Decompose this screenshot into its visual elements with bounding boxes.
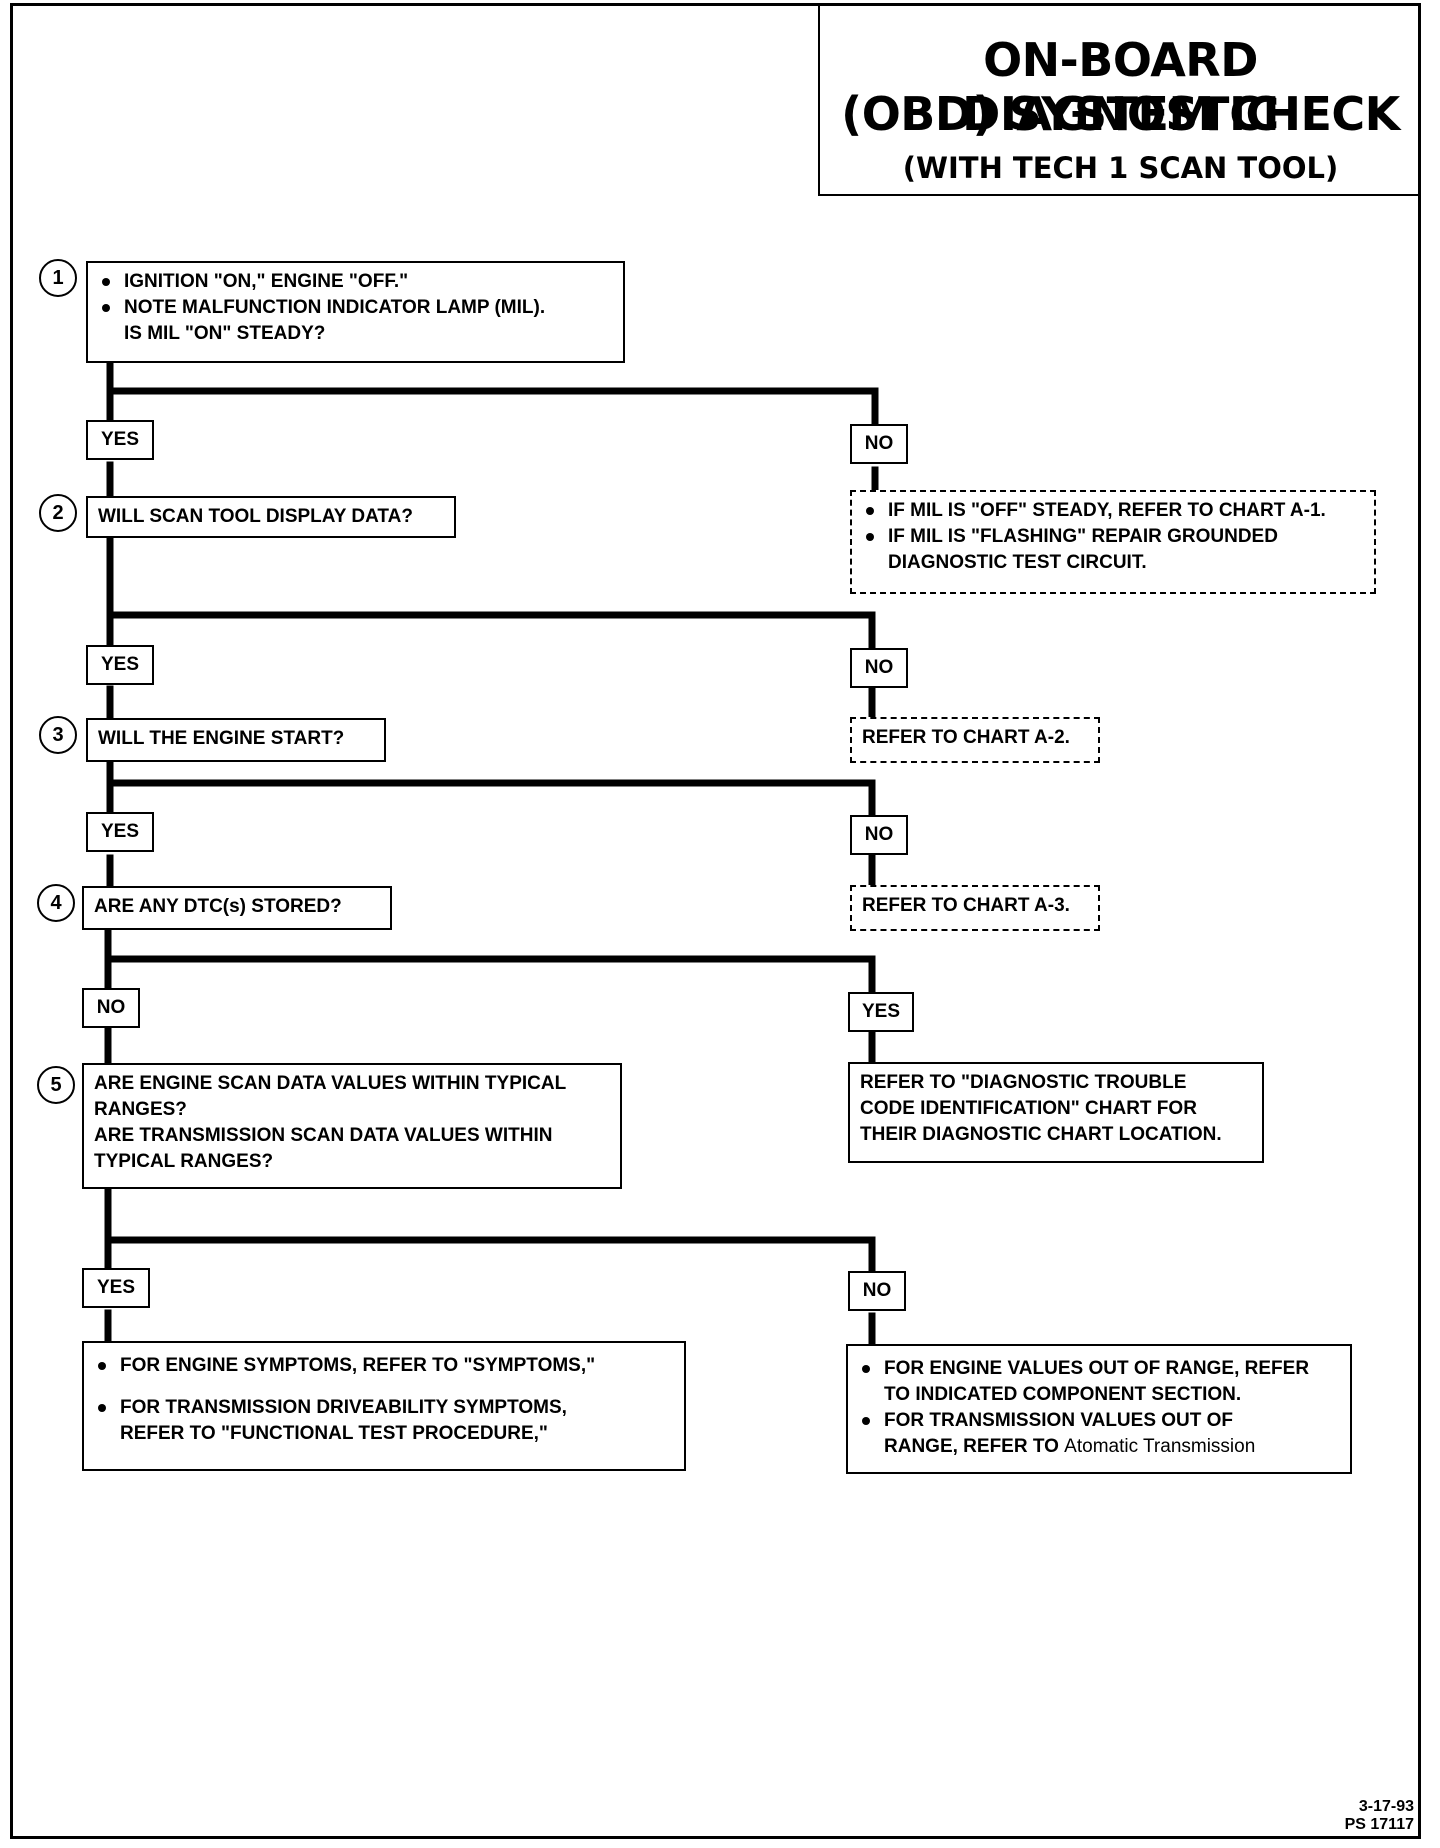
- step-4-box: ARE ANY DTC(s) STORED?: [82, 886, 392, 930]
- outcome-dtc-line-1: REFER TO "DIAGNOSTIC TROUBLE: [860, 1072, 1187, 1093]
- step-4-line-1: ARE ANY DTC(s) STORED?: [94, 896, 342, 917]
- branch-s3-yes: YES: [86, 812, 154, 852]
- step-1-line-3: IS MIL "ON" STEADY?: [124, 323, 326, 344]
- outcome-chart-a3-text: REFER TO CHART A-3.: [862, 895, 1070, 916]
- step-3-marker: 3: [39, 716, 77, 754]
- outcome-dtc-identification: REFER TO "DIAGNOSTIC TROUBLE CODE IDENTI…: [848, 1062, 1264, 1163]
- title-line-1: ON-BOARD DIAGNOSTIC: [962, 33, 1279, 141]
- outcome-range-line-1: FOR ENGINE VALUES OUT OF RANGE, REFER: [858, 1356, 1340, 1382]
- step-5-line-4: TYPICAL RANGES?: [94, 1151, 274, 1172]
- step-5-line-2: RANGES?: [94, 1099, 187, 1120]
- branch-s2-yes: YES: [86, 645, 154, 685]
- title-box: ON-BOARD DIAGNOSTIC (OBD) SYSTEM CHECK (…: [818, 3, 1421, 196]
- step-5-box: ARE ENGINE SCAN DATA VALUES WITHIN TYPIC…: [82, 1063, 622, 1189]
- outcome-range-line-4: RANGE, REFER TO Atomatic Transmission: [858, 1434, 1340, 1460]
- outcome-symptoms-line-3: REFER TO "FUNCTIONAL TEST PROCEDURE,": [120, 1423, 548, 1444]
- outcome-mil-line-1: IF MIL IS "OFF" STEADY, REFER TO CHART A…: [862, 498, 1364, 524]
- step-1-marker: 1: [39, 259, 77, 297]
- outcome-symptoms-line-2: FOR TRANSMISSION DRIVEABILITY SYMPTOMS,: [94, 1395, 674, 1421]
- step-2-box: WILL SCAN TOOL DISPLAY DATA?: [86, 496, 456, 538]
- outcome-out-of-range: FOR ENGINE VALUES OUT OF RANGE, REFER TO…: [846, 1344, 1352, 1474]
- footer: 3-17-93 PS 17117: [1345, 1798, 1414, 1834]
- footer-date: 3-17-93: [1358, 1798, 1414, 1815]
- outcome-mil-line-3: DIAGNOSTIC TEST CIRCUIT.: [888, 552, 1147, 573]
- outcome-symptoms-line-1: FOR ENGINE SYMPTOMS, REFER TO "SYMPTOMS,…: [94, 1353, 674, 1379]
- outcome-range-line-2: TO INDICATED COMPONENT SECTION.: [884, 1384, 1242, 1405]
- step-5-line-1: ARE ENGINE SCAN DATA VALUES WITHIN TYPIC…: [94, 1073, 567, 1094]
- outcome-chart-a3: REFER TO CHART A-3.: [850, 885, 1100, 931]
- branch-s5-no: NO: [848, 1271, 906, 1311]
- step-4-marker: 4: [37, 884, 75, 922]
- title-subtitle: (WITH TECH 1 SCAN TOOL): [902, 151, 1339, 185]
- step-3-line-1: WILL THE ENGINE START?: [98, 728, 345, 749]
- branch-s2-no: NO: [850, 648, 908, 688]
- branch-s1-no: NO: [850, 424, 908, 464]
- connector-s3-no: [106, 779, 876, 823]
- outcome-chart-a2-text: REFER TO CHART A-2.: [862, 727, 1070, 748]
- connector-s5-no: [104, 1236, 876, 1281]
- step-1-line-1: IGNITION "ON," ENGINE "OFF.": [98, 269, 613, 295]
- footer-code: PS 17117: [1344, 1816, 1414, 1833]
- branch-s4-yes: YES: [848, 992, 914, 1032]
- branch-s4-no: NO: [82, 988, 140, 1028]
- step-2-marker: 2: [39, 494, 77, 532]
- outcome-dtc-line-2: CODE IDENTIFICATION" CHART FOR: [860, 1098, 1197, 1119]
- step-2-line-1: WILL SCAN TOOL DISPLAY DATA?: [98, 506, 413, 527]
- outcome-mil-line-2: IF MIL IS "FLASHING" REPAIR GROUNDED: [862, 524, 1364, 550]
- outcome-range-line-3: FOR TRANSMISSION VALUES OUT OF: [858, 1408, 1340, 1434]
- title-line-2: (OBD) SYSTEM CHECK: [841, 87, 1400, 141]
- connector-s1-no: [106, 387, 879, 434]
- branch-s1-yes: YES: [86, 420, 154, 460]
- step-5-line-3: ARE TRANSMISSION SCAN DATA VALUES WITHIN: [94, 1125, 553, 1146]
- connector-s2-no: [106, 611, 876, 655]
- page-frame: [10, 3, 1421, 1839]
- outcome-symptoms: FOR ENGINE SYMPTOMS, REFER TO "SYMPTOMS,…: [82, 1341, 686, 1471]
- outcome-range-reference: Atomatic Transmission: [1064, 1436, 1256, 1457]
- branch-s5-yes: YES: [82, 1268, 150, 1308]
- outcome-dtc-line-3: THEIR DIAGNOSTIC CHART LOCATION.: [860, 1124, 1222, 1145]
- outcome-range-refer-text: RANGE, REFER TO: [884, 1436, 1059, 1457]
- step-5-marker: 5: [37, 1066, 75, 1104]
- outcome-mil-status: IF MIL IS "OFF" STEADY, REFER TO CHART A…: [850, 490, 1376, 594]
- step-1-line-2: NOTE MALFUNCTION INDICATOR LAMP (MIL).: [98, 295, 613, 321]
- outcome-chart-a2: REFER TO CHART A-2.: [850, 717, 1100, 763]
- connector-s4-yes: [104, 955, 876, 998]
- step-3-box: WILL THE ENGINE START?: [86, 718, 386, 762]
- branch-s3-no: NO: [850, 815, 908, 855]
- step-1-box: IGNITION "ON," ENGINE "OFF." NOTE MALFUN…: [86, 261, 625, 363]
